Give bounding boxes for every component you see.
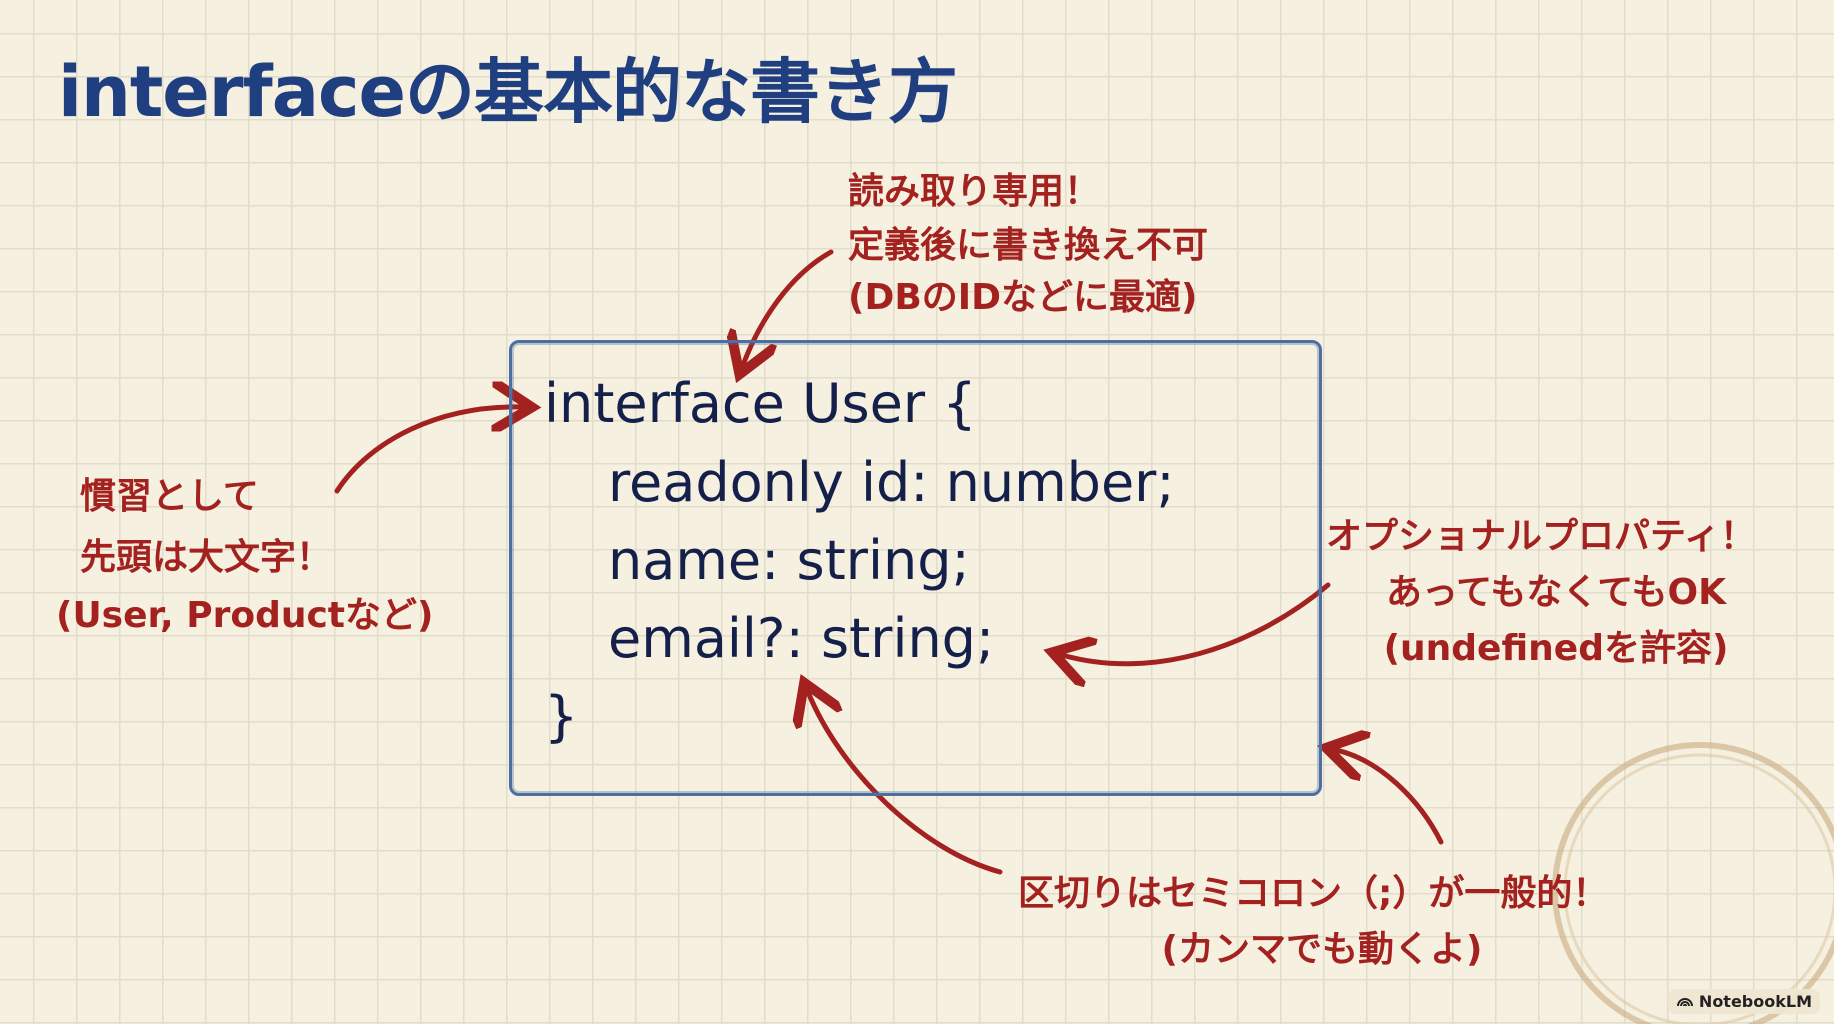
- annotation-optional: あってもなくてもOK: [1385, 572, 1727, 613]
- arrow-separator-left: [808, 692, 1003, 875]
- notebooklm-logo-icon: [1676, 992, 1694, 1011]
- code-line: readonly id: number;: [608, 451, 1175, 514]
- arrow-optional: [1062, 582, 1331, 664]
- page-title: interfaceの基本的な書き方: [58, 51, 958, 133]
- annotation-readonly: 定義後に書き換え不可: [848, 225, 1209, 266]
- code-line: }: [544, 685, 579, 748]
- notebooklm-badge: NotebookLM: [1667, 989, 1820, 1014]
- code-line: email?: string;: [608, 607, 995, 670]
- arrow-separator-right: [1336, 750, 1444, 845]
- annotation-optional: (undefinedを許容): [1383, 628, 1729, 669]
- annotation-readonly: 読み取り専用！: [848, 171, 1101, 212]
- arrow-naming: [334, 407, 522, 494]
- code-line: interface User {: [544, 372, 977, 435]
- coffee-stain: [1552, 742, 1834, 1024]
- annotation-optional: オプショナルプロパティ！: [1326, 516, 1756, 557]
- badge-label: NotebookLM: [1698, 992, 1812, 1011]
- arrow-readonly: [743, 249, 834, 365]
- code-line: name: string;: [608, 529, 970, 592]
- annotation-naming: 先頭は大文字！: [80, 537, 333, 578]
- annotation-separator: (カンマでも動くよ): [1161, 929, 1483, 970]
- annotation-readonly: (DBのIDなどに最適): [848, 277, 1198, 318]
- annotation-naming: (User, Productなど): [56, 595, 434, 636]
- code-box: [509, 340, 1322, 796]
- annotation-separator: 区切りはセミコロン（;）が一般的！: [1018, 873, 1609, 914]
- annotation-naming: 慣習として: [80, 476, 259, 517]
